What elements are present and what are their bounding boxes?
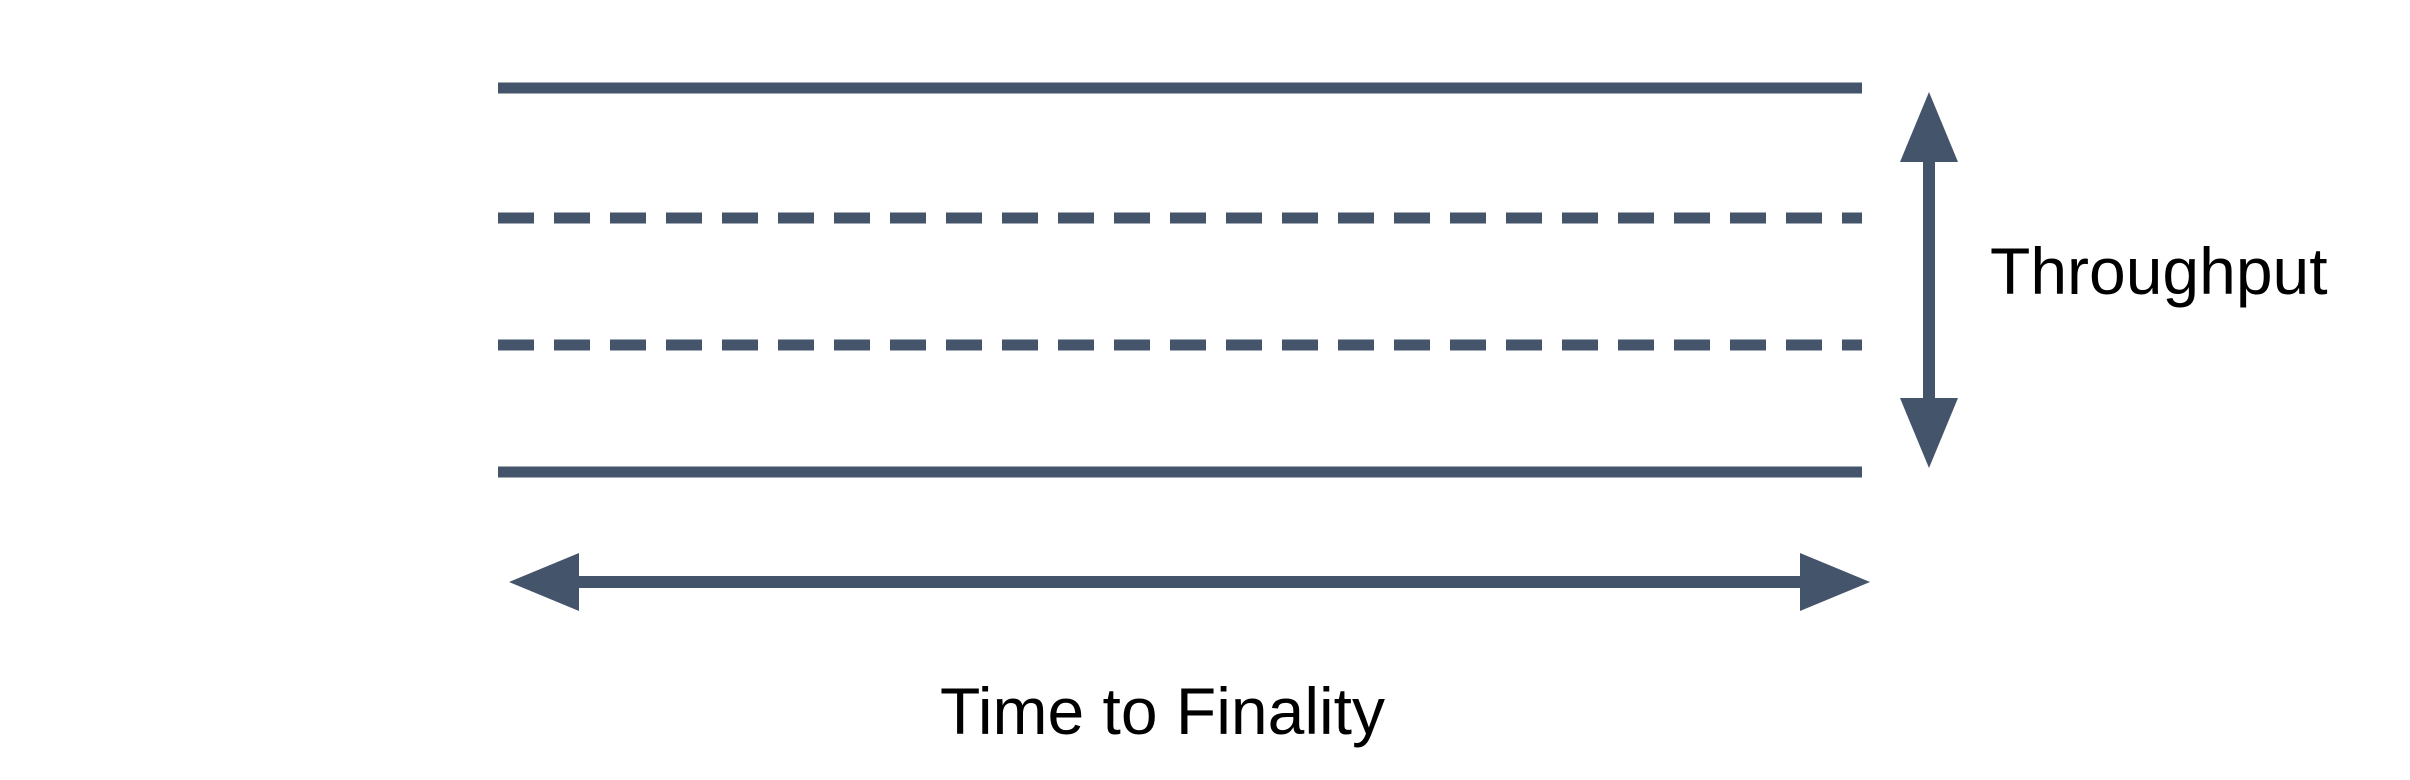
- time-to-finality-arrow-shaft: [576, 576, 1804, 588]
- throughput-arrow-shaft: [1923, 160, 1935, 400]
- throughput-arrow: [1900, 92, 1958, 468]
- time-to-finality-arrow: [509, 553, 1870, 611]
- time-to-finality-arrow-head-right: [1800, 553, 1870, 611]
- throughput-label: Throughput: [1990, 234, 2328, 308]
- throughput-arrow-head-down: [1900, 398, 1958, 468]
- time-to-finality-label: Time to Finality: [940, 674, 1385, 748]
- time-to-finality-arrow-head-left: [509, 553, 579, 611]
- throughput-arrow-head-up: [1900, 92, 1958, 162]
